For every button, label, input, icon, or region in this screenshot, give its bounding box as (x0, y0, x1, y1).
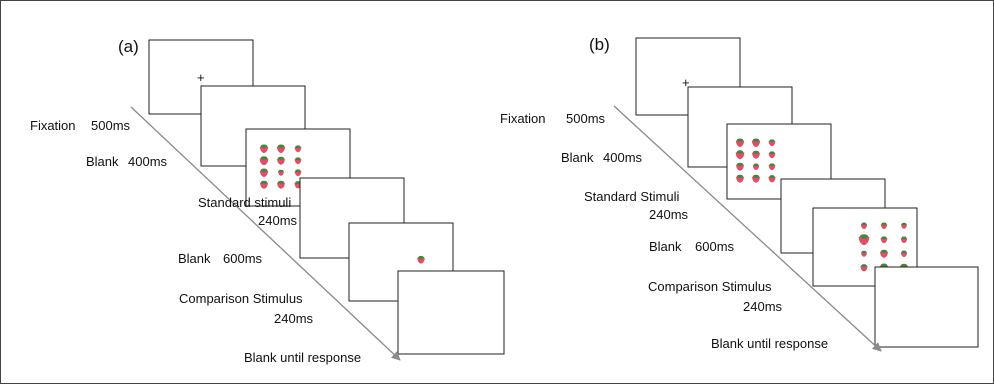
panel-b-standard-strawberries (735, 138, 776, 183)
panel-a-step-labels: Fixation 500ms Blank 400ms Standard stim… (30, 118, 361, 365)
strawberry-icon (276, 144, 286, 154)
panel-a-step-5-name: Comparison Stimulus (179, 291, 303, 306)
strawberry-icon (768, 151, 776, 159)
strawberry-icon (768, 163, 776, 171)
panel-b-step-2-duration: 400ms (603, 150, 643, 165)
panel-a-step-5-duration: 240ms (274, 311, 314, 326)
strawberry-icon (259, 144, 269, 154)
strawberry-icon (735, 150, 745, 160)
strawberry-icon (277, 156, 285, 165)
strawberry-icon (880, 222, 888, 230)
panel-b-step-1-duration: 500ms (566, 111, 606, 126)
strawberry-icon (901, 222, 907, 229)
panel-b-fixation-cross: + (682, 75, 690, 90)
panel-b-label: (b) (589, 35, 610, 54)
strawberry-icon (860, 222, 868, 230)
strawberry-icon (900, 236, 908, 244)
panel-a-timeline-arrow (130, 106, 401, 361)
panel-a-screens: + (148, 39, 505, 355)
panel-a-step-2-name: Blank (86, 154, 119, 169)
strawberry-icon (752, 174, 760, 183)
strawberry-icon (417, 255, 425, 264)
strawberry-icon (259, 168, 269, 178)
panel-b-step-3-name: Standard Stimuli (584, 189, 679, 204)
panel-b-step-5-name: Comparison Stimulus (648, 279, 772, 294)
strawberry-icon (768, 139, 776, 147)
panel-b-step-4-name: Blank (649, 239, 682, 254)
panel-a-step-3-name: Standard stimuli (198, 195, 291, 210)
strawberry-icon (880, 249, 888, 258)
panel-b-screens: + (635, 37, 979, 348)
panel-a-step-4-name: Blank (178, 251, 211, 266)
strawberry-icon (735, 138, 745, 148)
panel-a-response-screen (397, 270, 505, 355)
panel-b-step-5-duration: 240ms (743, 299, 783, 314)
strawberry-icon (259, 156, 269, 166)
strawberry-icon (900, 250, 908, 258)
panel-a-fixation-cross: + (197, 70, 205, 85)
panel-a-step-1-duration: 500ms (91, 118, 131, 133)
strawberry-icon (277, 180, 285, 189)
panel-b-response-screen (874, 266, 979, 348)
panel-b-step-1-name: Fixation (500, 111, 546, 126)
strawberry-icon (861, 250, 867, 257)
panel-b-step-labels: Fixation 500ms Blank 400ms Standard Stim… (500, 111, 828, 351)
strawberry-icon (752, 150, 760, 159)
strawberry-icon (752, 163, 760, 171)
panel-a: (a) + Fixation 500ms Blank 400ms Standar… (30, 37, 505, 365)
panel-a-step-1-name: Fixation (30, 118, 76, 133)
strawberry-icon (736, 174, 744, 183)
strawberry-icon (294, 157, 302, 165)
strawberry-icon (278, 169, 284, 176)
strawberry-icon (858, 234, 870, 246)
panel-b-step-4-duration: 600ms (695, 239, 735, 254)
panel-a-standard-strawberries (259, 144, 302, 189)
panel-b-timeline-arrow (613, 105, 882, 352)
panel-a-label: (a) (118, 37, 139, 56)
panel-b-step-2-name: Blank (561, 150, 594, 165)
panel-a-step-3-duration: 240ms (258, 213, 298, 228)
panel-b: (b) + Fixation 500ms Blank 400ms Standar… (500, 35, 979, 352)
panel-a-step-6-name: Blank until response (244, 350, 361, 365)
strawberry-icon (736, 162, 744, 171)
strawberry-icon (751, 138, 761, 148)
panel-a-step-4-duration: 600ms (223, 251, 263, 266)
strawberry-icon (880, 236, 888, 244)
strawberry-icon (768, 175, 776, 183)
panel-a-comparison-strawberry (417, 255, 425, 264)
strawberry-icon (294, 145, 302, 153)
strawberry-icon (860, 264, 868, 272)
panel-b-step-3-duration: 240ms (649, 207, 689, 222)
panel-b-step-6-name: Blank until response (711, 336, 828, 351)
strawberry-icon (260, 180, 268, 189)
panel-a-step-2-duration: 400ms (128, 154, 168, 169)
strawberry-icon (294, 169, 302, 177)
